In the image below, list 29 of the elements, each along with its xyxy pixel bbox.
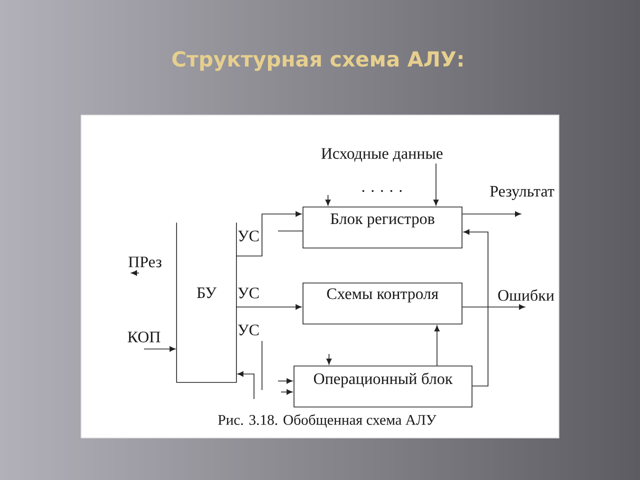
control-unit-box: БУ xyxy=(176,222,237,383)
arrow xyxy=(434,325,440,366)
ellipsis: . . . . . xyxy=(362,190,402,192)
signal-label: Ошибки xyxy=(498,289,554,301)
process-box: Блок регистров xyxy=(302,206,462,248)
process-box: Схемы контроля xyxy=(302,282,462,324)
signal-label: ПРез xyxy=(128,256,162,268)
arrow xyxy=(236,211,302,256)
arrow xyxy=(237,371,254,400)
process-box: Операционный блок xyxy=(294,366,472,408)
arrow xyxy=(131,270,137,276)
arrow xyxy=(462,211,521,217)
edge-label: УС xyxy=(238,288,260,298)
arrow xyxy=(433,163,439,206)
signal-label: Результат xyxy=(490,186,554,200)
arrow xyxy=(463,229,488,386)
signal-label: КОП xyxy=(128,332,160,342)
slide-title: Структурная схема АЛУ: xyxy=(172,51,462,71)
edge-label: УС xyxy=(238,230,260,242)
arrow xyxy=(280,389,293,395)
signal-label: Исходные данные xyxy=(321,148,442,162)
arrow xyxy=(326,354,332,365)
arrow xyxy=(144,346,176,352)
figure-caption: Рис. 3.18. Обобщенная схема АЛУ xyxy=(218,414,436,428)
arrow xyxy=(325,194,331,206)
arrow xyxy=(236,304,302,310)
arrow xyxy=(462,304,525,310)
arrow xyxy=(278,378,293,384)
signal-label: УС xyxy=(238,324,259,336)
